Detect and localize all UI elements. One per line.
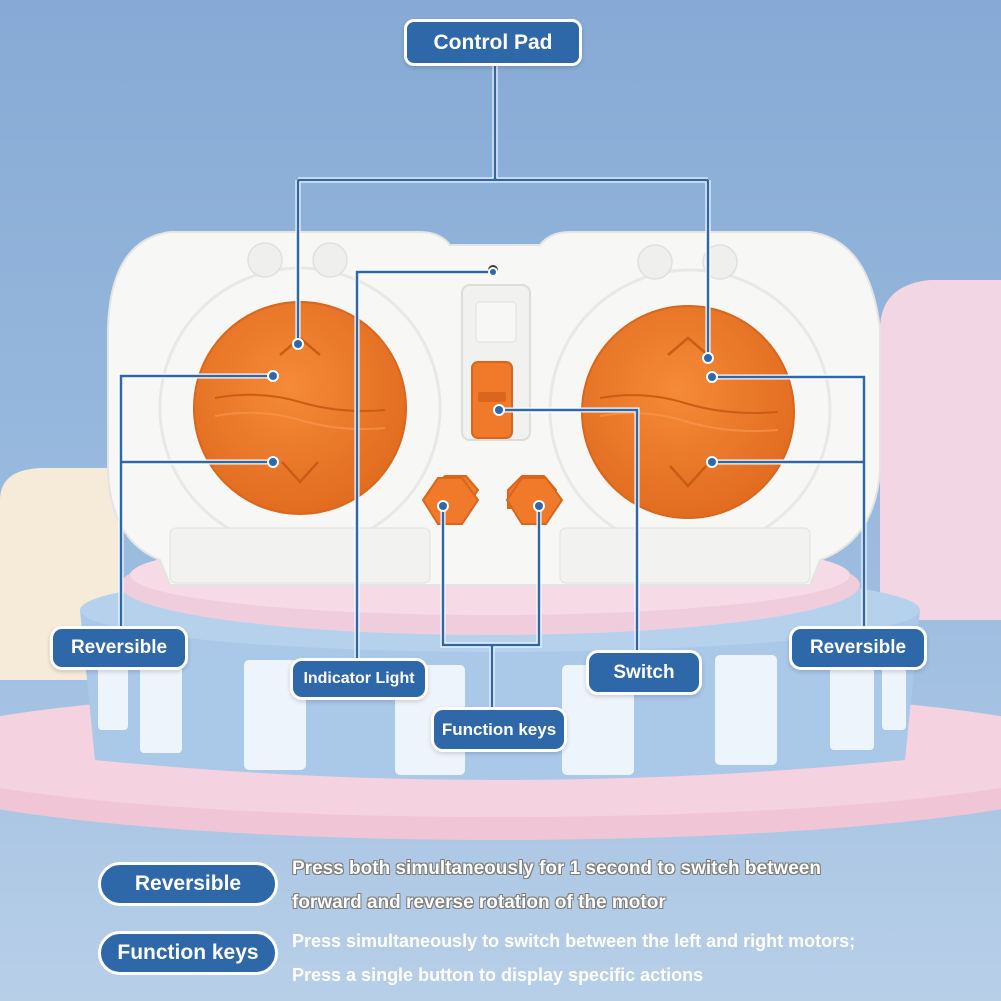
down-arrow-icon (281, 461, 319, 484)
legend-desc-reversible-line-2: forward and reverse rotation of the moto… (292, 892, 666, 913)
indicator-light-label: Indicator Light (290, 658, 428, 700)
function-keys-label: Function keys (431, 707, 567, 752)
callout-lines (118, 62, 867, 710)
reversible-right-label: Reversible (789, 626, 927, 670)
switch-label: Switch (586, 650, 702, 695)
legend-desc-reversible-line-1: Press both simultaneously for 1 second t… (292, 858, 821, 879)
legend-term-reversible: Reversible (98, 862, 278, 906)
pink-cloud-shape (880, 280, 1001, 620)
up-arrow-icon (667, 336, 709, 356)
down-arrow-icon (669, 465, 707, 488)
legend-desc-function-keys-line-1: Press simultaneously to switch between t… (292, 931, 856, 951)
reversible-left-label: Reversible (50, 626, 188, 670)
legend-desc-function-keys-line-2: Press a single button to display specifi… (292, 965, 704, 985)
legend-term-function-keys: Function keys (98, 931, 278, 975)
control-pad-label: Control Pad (404, 19, 582, 66)
platform-tiles (98, 655, 906, 775)
